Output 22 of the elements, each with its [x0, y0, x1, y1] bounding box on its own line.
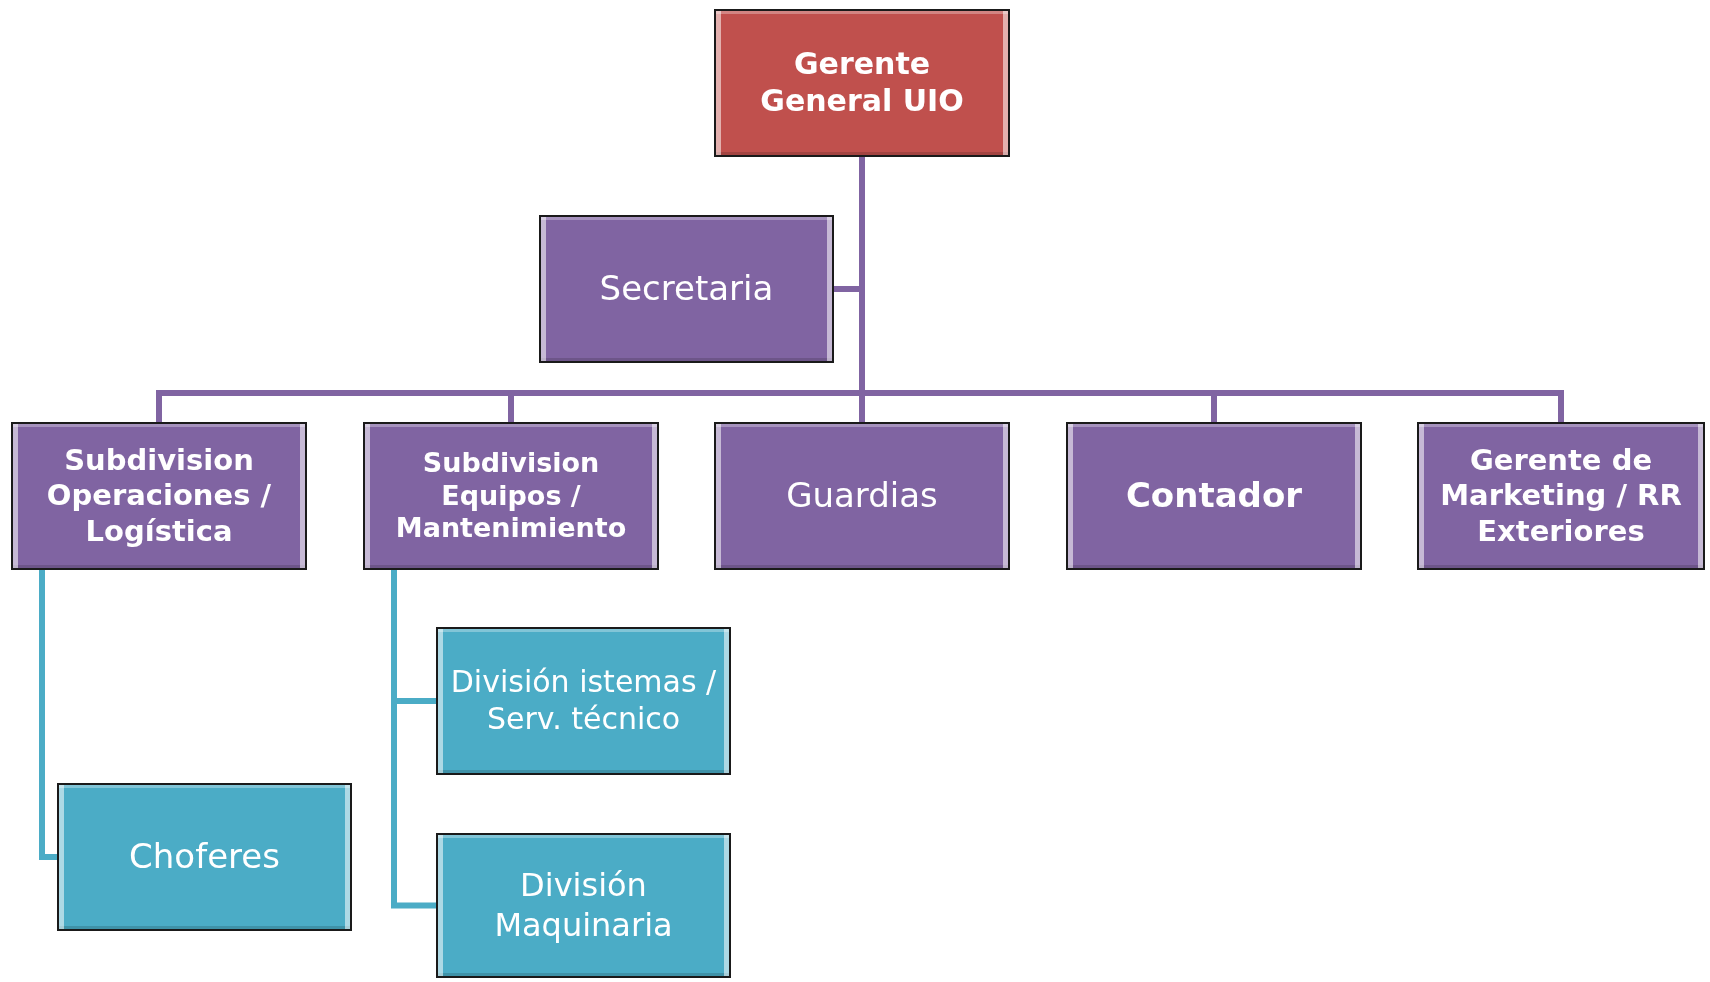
org-chart-box [363, 422, 659, 570]
org-chart-box [1066, 422, 1362, 570]
org-chart-box [11, 422, 307, 570]
org-chart-box [1417, 422, 1705, 570]
box-label: Subdivision Equipos / Mantenimiento [394, 446, 628, 546]
box-label: Subdivision Operaciones / Logística [45, 442, 273, 550]
org-chart-box [436, 627, 731, 775]
connector-line [391, 570, 436, 909]
box-label: Gerente de Marketing / RR Exteriores [1439, 442, 1683, 550]
box-label: División istemas / Serv. técnico [449, 664, 718, 738]
box-label: Secretaria [599, 268, 774, 310]
box-label: Gerente General UIO [759, 46, 965, 120]
org-chart-box [436, 833, 731, 978]
box-label: Contador [1125, 475, 1303, 517]
box-label: Choferes [129, 836, 280, 878]
org-chart-box [714, 9, 1010, 157]
connector-line [39, 570, 57, 860]
box-label: Guardias [786, 475, 938, 517]
org-chart-box [714, 422, 1010, 570]
org-chart-box [539, 215, 834, 363]
org-chart-box [57, 783, 352, 931]
box-label: División Maquinaria [493, 866, 674, 945]
